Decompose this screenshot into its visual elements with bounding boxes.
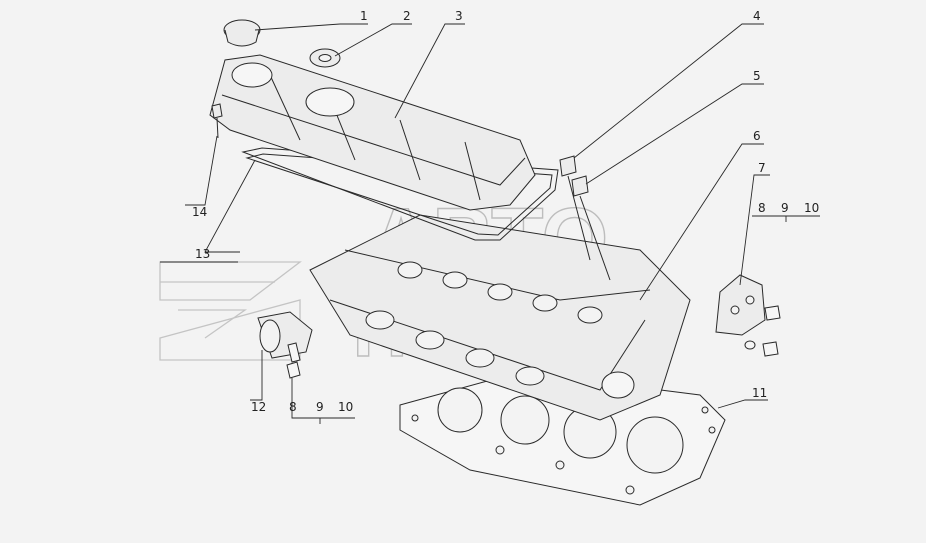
cylinder-head-ports (365, 261, 603, 386)
callout-4: 4 (753, 9, 761, 23)
breather-port (305, 87, 355, 117)
callout-9-right: 9 (781, 201, 789, 215)
oil-filler-port (231, 62, 273, 88)
callout-10-left: 10 (338, 400, 353, 414)
callout-12: 12 (251, 400, 266, 414)
valve-cover-gasket (241, 147, 559, 241)
cover-bolt (211, 103, 223, 139)
breather-grommet (309, 48, 341, 68)
callout-13: 13 (195, 247, 210, 261)
callout-8-left: 8 (289, 400, 297, 414)
thermostat-housing (257, 311, 313, 379)
lifting-bracket (715, 274, 781, 357)
callout-10-right: 10 (804, 201, 819, 215)
callout-1: 1 (360, 9, 368, 23)
callout-2: 2 (403, 9, 411, 23)
callout-5: 5 (753, 69, 761, 83)
callout-6: 6 (753, 129, 761, 143)
callout-7: 7 (758, 161, 766, 175)
callout-14: 14 (192, 205, 207, 219)
cylinder-head (309, 214, 691, 421)
callout-11: 11 (752, 386, 767, 400)
callout-8-right: 8 (758, 201, 766, 215)
head-end-plug (601, 371, 635, 399)
valve-cover (209, 54, 536, 211)
callouts: 1 2 3 4 5 6 7 8 9 10 11 12 8 9 10 13 14 (192, 9, 819, 414)
callout-3: 3 (455, 9, 463, 23)
oil-filler-cap (223, 19, 261, 47)
leader-lines (160, 23, 820, 424)
cover-studs (559, 155, 611, 281)
callout-9-left: 9 (316, 400, 324, 414)
head-gasket (399, 371, 726, 506)
